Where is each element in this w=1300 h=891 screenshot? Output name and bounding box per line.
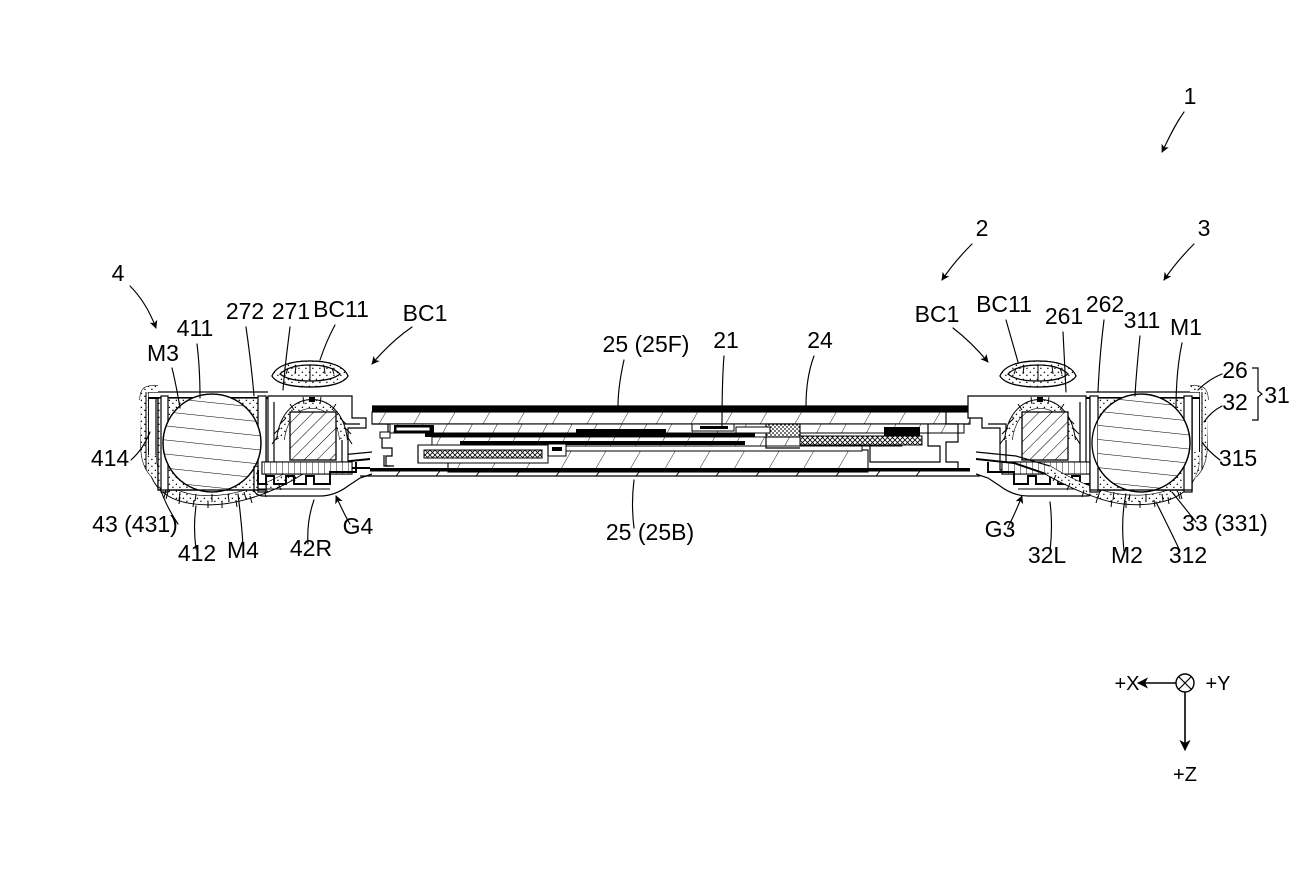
label-bc1-left: BC1 [403,300,448,326]
label-bc11-right: BC11 [976,291,1032,317]
right-connector-block [967,395,1097,497]
label-bc1-right: BC1 [915,301,960,327]
label-311: 311 [1124,307,1161,333]
label-m1: M1 [1170,314,1202,340]
label-315: 315 [1219,445,1257,471]
coordinate-axes: +X +Y +Z [1114,673,1230,786]
right-detached-clip-bc11 [999,360,1077,388]
label-31: 31 [1264,382,1290,408]
label-21: 21 [713,327,739,353]
label-261: 261 [1045,303,1083,329]
label-42r: 42R [290,535,332,561]
label-32l: 32L [1028,542,1067,568]
axis-z-label: +Z [1173,764,1197,786]
label-bc11-left: BC11 [313,296,369,322]
label-g4: G4 [343,513,374,539]
callout-1-label: 1 [1184,83,1197,109]
label-26: 26 [1222,357,1248,383]
callout-4-label: 4 [112,260,125,286]
left-connector-block [253,395,373,497]
label-43-431: 43 (431) [92,511,178,537]
label-411: 411 [177,315,214,341]
label-32: 32 [1222,389,1248,415]
center-body [352,405,980,477]
axis-y-label: +Y [1205,673,1230,695]
label-262: 262 [1086,291,1124,317]
right-labels: BC1 BC11 261 262 311 M1 26 32 31 315 33 … [915,291,1290,568]
right-end-housing [975,385,1209,508]
label-412: 412 [178,540,216,566]
label-g3: G3 [985,516,1016,542]
left-detached-clip-bc11 [271,360,349,388]
label-24: 24 [807,327,833,353]
right-internal-components [691,406,959,470]
label-m2: M2 [1111,542,1143,568]
label-25f: 25 (25F) [603,331,690,357]
label-271: 271 [272,298,310,324]
callout-2-label: 2 [976,215,989,241]
label-272: 272 [226,298,264,324]
label-25b: 25 (25B) [606,519,694,545]
label-414: 414 [91,445,130,471]
label-m3: M3 [147,340,179,366]
left-labels: M3 411 272 271 BC11 BC1 414 43 (431) 412… [91,296,448,566]
callout-3-label: 3 [1198,215,1211,241]
axis-x-label: +X [1114,673,1139,695]
assembly-callouts: 1 2 3 4 [112,83,1211,329]
left-internal-components [379,424,567,467]
label-312: 312 [1169,542,1207,568]
left-end-housing [139,385,373,508]
device-cross-section [139,360,1209,508]
center-labels: 25 (25F) 21 24 25 (25B) [603,327,833,545]
label-33-331: 33 (331) [1182,510,1268,536]
